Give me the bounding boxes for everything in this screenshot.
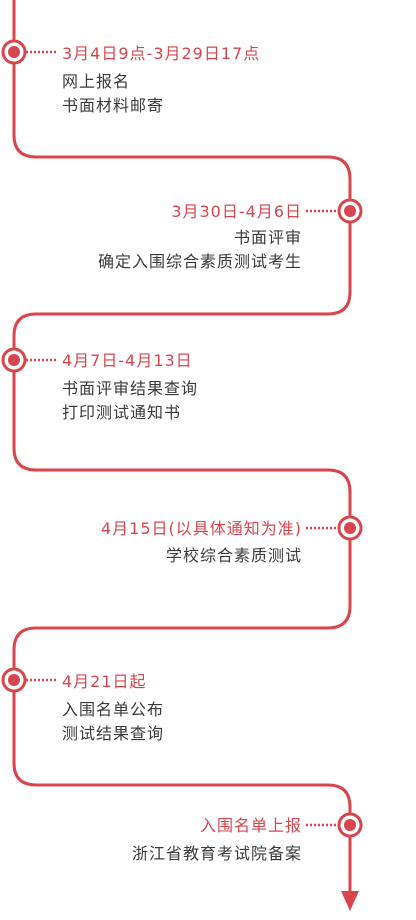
event-2: 3月30日-4月6日 <box>171 202 302 228</box>
event-4: 4月15日(以具体通知为准) <box>101 519 302 539</box>
event-2-line-1: 书面评审 <box>233 228 302 247</box>
event-5-marker <box>1 667 27 693</box>
event-3-line-2: 打印测试通知书 <box>62 403 182 422</box>
event-1: 3月4日9点-3月29日17点 网上报名 书面材料邮寄 <box>62 44 260 118</box>
timeline-path <box>12 0 352 893</box>
event-4-line-1: 学校综合素质测试 <box>165 546 302 565</box>
event-2-date: 3月30日-4月6日 <box>171 202 302 221</box>
event-4-desc: 学校综合素质测试 <box>166 544 302 568</box>
event-2-line-2: 确定入围综合素质测试考生 <box>97 252 302 271</box>
event-3-line-1: 书面评审结果查询 <box>62 379 199 398</box>
event-4-marker <box>337 515 363 541</box>
event-6-date: 入围名单上报 <box>199 816 302 835</box>
event-1-line-1: 网上报名 <box>62 72 131 91</box>
event-2-desc: 书面评审 确定入围综合素质测试考生 <box>98 226 302 274</box>
event-5: 4月21日起 入围名单公布 测试结果查询 <box>62 672 164 746</box>
timeline-end-arrow <box>341 891 359 911</box>
event-5-line-1: 入围名单公布 <box>62 700 165 719</box>
event-6-desc: 浙江省教育考试院备案 <box>132 842 302 866</box>
event-1-marker <box>1 39 27 65</box>
event-4-date: 4月15日(以具体通知为准) <box>100 519 302 538</box>
event-3-date: 4月7日-4月13日 <box>62 351 193 370</box>
event-1-line-2: 书面材料邮寄 <box>62 96 165 115</box>
event-5-line-2: 测试结果查询 <box>62 724 165 743</box>
event-5-date: 4月21日起 <box>62 672 147 691</box>
event-6: 入围名单上报 <box>200 816 302 836</box>
event-3-marker <box>1 347 27 373</box>
event-6-line-1: 浙江省教育考试院备案 <box>131 844 302 863</box>
event-6-marker <box>337 812 363 838</box>
event-3: 4月7日-4月13日 书面评审结果查询 打印测试通知书 <box>62 351 198 425</box>
event-1-date: 3月4日9点-3月29日17点 <box>62 44 261 63</box>
event-2-marker <box>337 198 363 224</box>
